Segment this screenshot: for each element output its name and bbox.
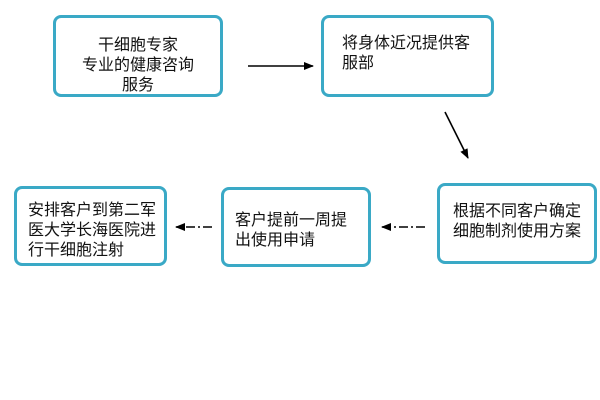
node-text-line: 根据不同客户确定 xyxy=(453,201,582,220)
node-submit-application: 客户提前一周提 出使用申请 xyxy=(221,187,371,267)
node-expert-consultation: 干细胞专家 专业的健康咨询 服务 xyxy=(53,15,223,97)
node-text-line: 客户提前一周提 xyxy=(235,210,348,229)
node-text-line: 细胞制剂使用方案 xyxy=(453,221,582,240)
node-text-line: 行干细胞注射 xyxy=(28,240,125,259)
node-arrange-injection: 安排客户到第二军 医大学长海医院进 行干细胞注射 xyxy=(14,186,167,266)
arrow-n2-to-n3 xyxy=(444,111,469,159)
node-text-line: 医大学长海医院进 xyxy=(28,220,157,239)
node-determine-plan: 根据不同客户确定 细胞制剂使用方案 xyxy=(437,183,597,264)
node-text-line: 干细胞专家 xyxy=(97,35,178,54)
node-text-line: 将身体近况提供客 xyxy=(342,33,471,52)
node-text-line: 专业的健康咨询 xyxy=(81,55,194,74)
node-text-line: 出使用申请 xyxy=(235,230,316,249)
node-text-line: 安排客户到第二军 xyxy=(28,200,157,219)
node-text-line: 服部 xyxy=(342,53,375,72)
node-provide-health-status: 将身体近况提供客 服部 xyxy=(321,15,494,97)
node-text-line: 服务 xyxy=(121,75,154,94)
